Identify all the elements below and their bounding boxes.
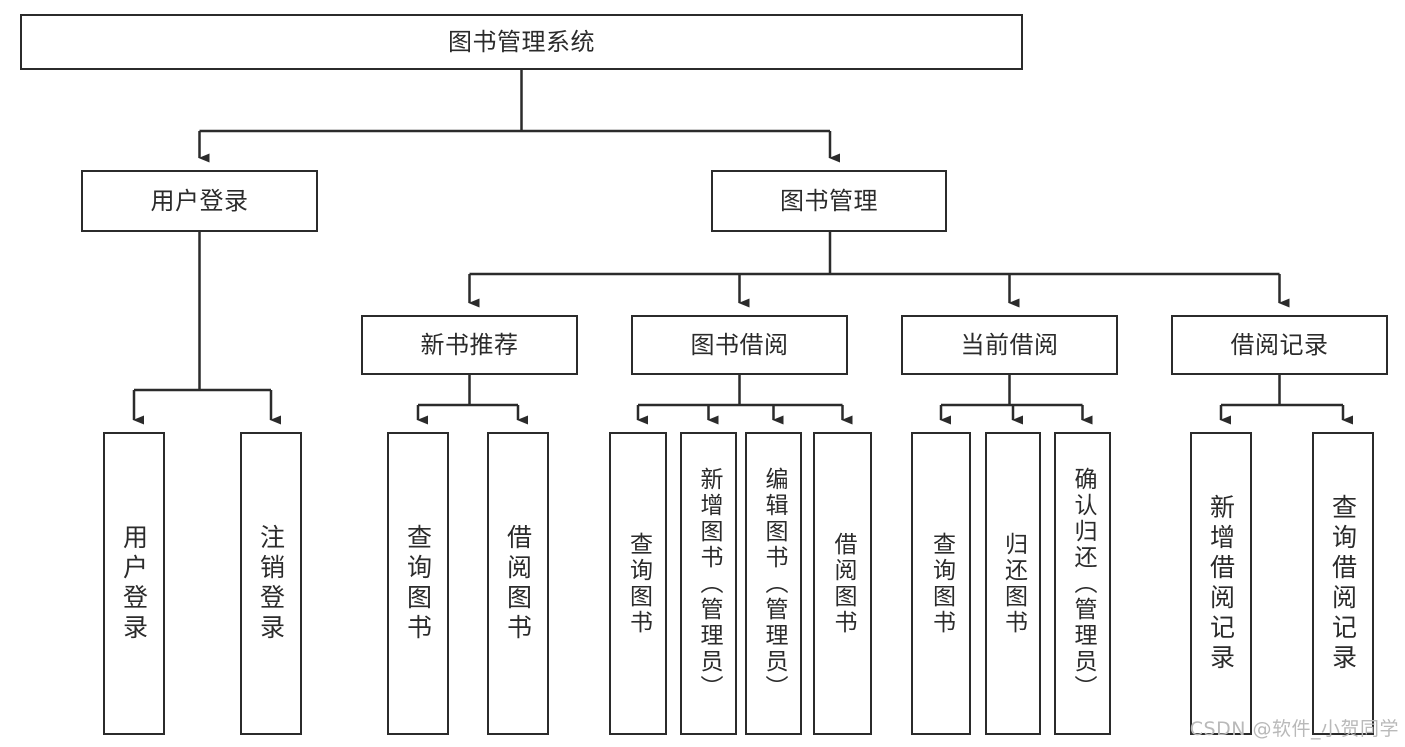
node-root-label: 图书管理系统 <box>448 28 595 56</box>
node-book-management-label: 图书管理 <box>780 187 878 215</box>
node-current-borrow[interactable]: 当前借阅 <box>901 315 1118 375</box>
node-current-borrow-label: 当前借阅 <box>960 331 1059 359</box>
node-leaf-query-book-1[interactable]: 查询图书 <box>387 432 449 735</box>
node-leaf-add-book-admin[interactable]: 新增图书（管理员） <box>680 432 737 735</box>
node-book-borrow[interactable]: 图书借阅 <box>631 315 848 375</box>
node-leaf-query-book-3-label: 查询图书 <box>928 531 955 636</box>
node-leaf-query-borrow-record-label: 查询借阅记录 <box>1328 493 1358 674</box>
node-leaf-return-book-label: 归还图书 <box>1000 531 1027 636</box>
node-user-login[interactable]: 用户登录 <box>81 170 318 232</box>
node-book-borrow-label: 图书借阅 <box>690 331 789 359</box>
node-leaf-logout-label: 注销登录 <box>256 523 286 644</box>
node-leaf-query-book-1-label: 查询图书 <box>403 523 433 644</box>
node-leaf-query-borrow-record[interactable]: 查询借阅记录 <box>1312 432 1374 735</box>
node-borrow-record-label: 借阅记录 <box>1230 331 1329 359</box>
node-root[interactable]: 图书管理系统 <box>20 14 1023 70</box>
node-leaf-user-login[interactable]: 用户登录 <box>103 432 165 735</box>
node-user-login-label: 用户登录 <box>150 187 249 215</box>
node-new-book-recommend-label: 新书推荐 <box>420 331 519 359</box>
node-leaf-confirm-return-admin[interactable]: 确认归还（管理员） <box>1054 432 1111 735</box>
node-leaf-logout[interactable]: 注销登录 <box>240 432 302 735</box>
node-leaf-return-book[interactable]: 归还图书 <box>985 432 1041 735</box>
node-leaf-query-book-2-label: 查询图书 <box>625 531 652 636</box>
node-leaf-edit-book-admin-label: 编辑图书（管理员） <box>761 466 787 701</box>
node-leaf-add-borrow-record-label: 新增借阅记录 <box>1206 493 1236 674</box>
node-leaf-borrow-book-1-label: 借阅图书 <box>503 523 533 644</box>
node-leaf-query-book-3[interactable]: 查询图书 <box>911 432 971 735</box>
node-leaf-user-login-label: 用户登录 <box>119 523 149 644</box>
node-book-management[interactable]: 图书管理 <box>711 170 947 232</box>
node-leaf-add-borrow-record[interactable]: 新增借阅记录 <box>1190 432 1252 735</box>
node-leaf-borrow-book-2-label: 借阅图书 <box>830 531 856 636</box>
node-leaf-edit-book-admin[interactable]: 编辑图书（管理员） <box>745 432 802 735</box>
node-leaf-add-book-admin-label: 新增图书（管理员） <box>696 466 722 701</box>
node-leaf-borrow-book-2[interactable]: 借阅图书 <box>813 432 872 735</box>
node-leaf-borrow-book-1[interactable]: 借阅图书 <box>487 432 549 735</box>
node-borrow-record[interactable]: 借阅记录 <box>1171 315 1388 375</box>
node-leaf-query-book-2[interactable]: 查询图书 <box>609 432 667 735</box>
csdn-watermark: CSDN @软件_小贺同学 <box>1189 718 1399 740</box>
node-new-book-recommend[interactable]: 新书推荐 <box>361 315 578 375</box>
node-leaf-confirm-return-admin-label: 确认归还（管理员） <box>1070 466 1096 701</box>
